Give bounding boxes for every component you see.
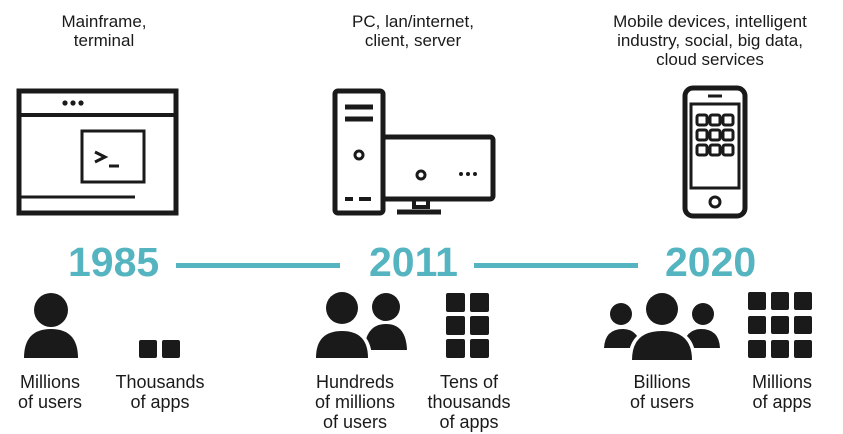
era-1-apps-caption: Thousands of apps — [115, 372, 205, 412]
era-3-title: Mobile devices, intelligent industry, so… — [613, 12, 807, 69]
three-users-icon — [604, 292, 720, 360]
two-squares-icon — [139, 340, 180, 358]
nine-squares-icon — [748, 292, 812, 358]
year-1985: 1985 — [68, 239, 160, 285]
timeline-connector-1 — [176, 263, 340, 268]
smartphone-icon — [682, 85, 748, 219]
era-2-users-caption: Hundreds of millions of users — [314, 372, 396, 432]
six-squares-icon — [446, 293, 489, 358]
two-users-icon — [314, 290, 407, 360]
timeline-connector-2 — [474, 263, 638, 268]
terminal-window-icon — [16, 88, 179, 216]
desktop-computer-icon — [332, 88, 496, 216]
single-user-icon — [24, 293, 78, 358]
era-1-title: Mainframe, terminal — [61, 12, 147, 50]
year-2011: 2011 — [369, 239, 458, 285]
era-1-users-caption: Millions of users — [17, 372, 83, 412]
era-3-apps-caption: Millions of apps — [751, 372, 812, 412]
era-2-apps-caption: Tens of thousands of apps — [427, 372, 511, 432]
era-3-users-caption: Billions of users — [629, 372, 695, 412]
era-2-title: PC, lan/internet, client, server — [352, 12, 474, 50]
year-2020: 2020 — [665, 239, 757, 285]
